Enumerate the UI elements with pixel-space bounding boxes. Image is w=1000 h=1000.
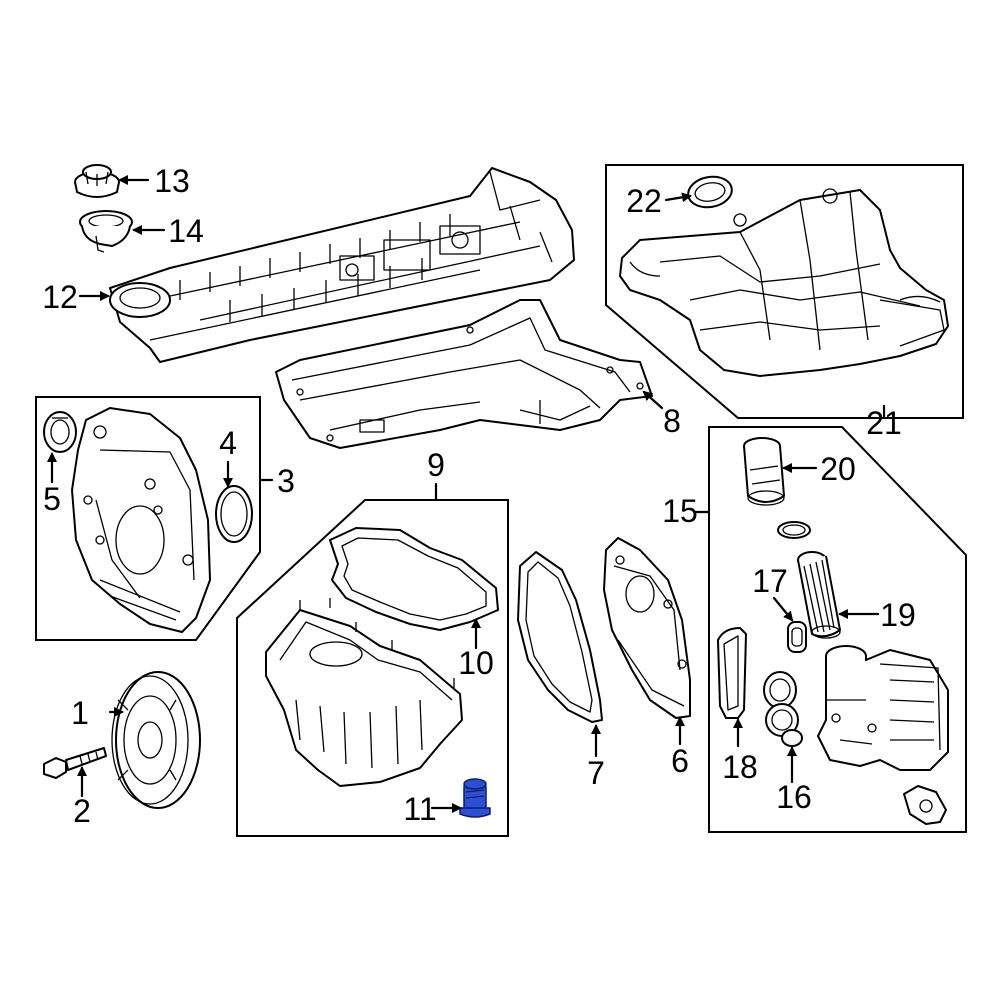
intake-manifold-21[interactable]	[619, 188, 949, 377]
callout-20: 20	[820, 451, 856, 487]
callout-19: 19	[880, 597, 916, 633]
callout-13: 13	[154, 163, 190, 199]
callout-15: 15	[662, 493, 698, 529]
callout-labels: 1 2 3 4 5 6 7 8 9 10 11 12 13 14 15 16 1…	[42, 163, 916, 829]
callout-10: 10	[458, 645, 494, 681]
manifold-gasket-22[interactable]	[686, 173, 735, 210]
callout-8: 8	[663, 403, 681, 439]
front-cover-6[interactable]	[603, 537, 691, 719]
oil-sensor[interactable]	[903, 785, 947, 825]
callout-11: 11	[403, 791, 436, 827]
leader-lines	[47, 175, 886, 813]
callout-4: 4	[219, 425, 237, 461]
cover-o-ring-4[interactable]	[215, 485, 253, 543]
cooler-gasket-18[interactable]	[717, 627, 747, 719]
crank-seal-5[interactable]	[43, 411, 77, 453]
crankshaft-pulley-1[interactable]	[111, 671, 201, 809]
cover-gasket-7[interactable]	[517, 551, 603, 723]
callout-1: 1	[71, 695, 89, 731]
callout-14: 14	[168, 213, 204, 249]
timing-cover-3[interactable]	[71, 407, 211, 633]
callout-5: 5	[43, 481, 61, 517]
filter-cap-o-ring[interactable]	[777, 521, 811, 539]
oil-filter-housing[interactable]	[817, 645, 949, 771]
callout-16: 16	[776, 779, 812, 815]
group-box-21	[605, 164, 964, 419]
callout-18: 18	[722, 749, 758, 785]
callout-12: 12	[42, 279, 78, 315]
callout-21: 21	[866, 405, 902, 441]
callout-3: 3	[277, 463, 295, 499]
filler-neck-seal-14[interactable]	[79, 210, 133, 253]
callout-6: 6	[671, 743, 689, 779]
group-box-9	[236, 499, 509, 837]
callout-17: 17	[752, 563, 788, 599]
valve-cover-12[interactable]	[109, 167, 575, 363]
filter-seal-17[interactable]	[787, 621, 807, 653]
callout-2: 2	[73, 793, 91, 829]
group-box-15	[708, 426, 967, 833]
oil-drain-plug-11[interactable]	[459, 778, 491, 818]
callout-9: 9	[427, 447, 445, 483]
oil-baffle-frame-8[interactable]	[275, 299, 653, 449]
callout-22: 22	[626, 183, 662, 219]
callout-7: 7	[587, 755, 605, 791]
housing-seals-16[interactable]	[763, 671, 803, 747]
oil-pan-gasket-10[interactable]	[329, 527, 499, 631]
oil-filter-element-19[interactable]	[797, 551, 841, 639]
group-box-3	[35, 396, 261, 641]
filter-cap-20[interactable]	[743, 437, 785, 506]
oil-pan-9[interactable]	[265, 598, 463, 787]
pulley-bolt-2[interactable]	[43, 747, 107, 779]
oil-filler-cap-13[interactable]	[74, 164, 120, 198]
